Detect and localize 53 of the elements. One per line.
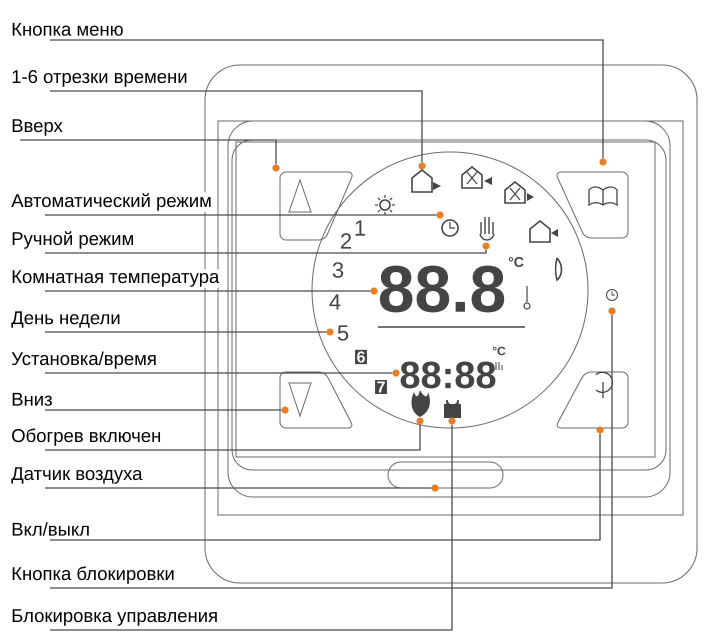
marker-dot (608, 308, 616, 314)
callout-label: Ручной режим (10, 230, 136, 250)
leader-line (50, 90, 423, 162)
leader-line (45, 372, 392, 374)
unit-symbol: °C (492, 346, 506, 356)
marker-dot (282, 406, 288, 414)
display-number: 5 (338, 325, 348, 341)
marker-dot (448, 418, 456, 424)
display-number: 2 (341, 233, 352, 249)
marker-dot (596, 426, 604, 434)
leader-line (45, 487, 432, 489)
marker-dot (416, 418, 424, 424)
leader-line (45, 214, 436, 216)
callout-label: Обогрев включен (10, 427, 162, 447)
callout-label: День недели (10, 310, 122, 329)
marker-dot (326, 328, 334, 336)
callout-label: Вверх (10, 118, 64, 137)
marker-dot (600, 158, 606, 166)
display-number: 1 (356, 220, 366, 236)
marker-dot (272, 164, 280, 172)
marker-dot (436, 212, 444, 218)
callout-label: Комнатная температура (10, 269, 220, 288)
time-readout: 88:88 (400, 362, 496, 388)
display-number: 4 (329, 294, 340, 310)
display-number: 3 (332, 262, 344, 278)
leader-line (45, 424, 421, 451)
leader-line (50, 39, 604, 158)
marker-dot (418, 162, 426, 170)
display-number: 7 (375, 380, 387, 394)
callout-label: Кнопка блокировки (10, 565, 176, 585)
marker-dot (370, 288, 378, 294)
marker-dot (482, 242, 490, 250)
temperature-readout: 88.8 (380, 266, 504, 312)
callout-label: Датчик воздуха (10, 466, 144, 485)
unit-symbol: °C (508, 257, 524, 267)
callout-label: Кнопка меню (10, 22, 125, 37)
marker-dot (392, 370, 400, 376)
leader-line (45, 409, 282, 411)
leader-line (20, 139, 277, 164)
callout-label: Блокировка управления (10, 608, 220, 627)
callout-label: Вниз (10, 392, 54, 407)
callout-label: Установка/время (10, 350, 158, 370)
leader-line (45, 290, 370, 292)
callout-label: 1-6 отрезки времени (10, 69, 189, 88)
callout-label: Вкл/выкл (10, 521, 91, 537)
marker-dot (432, 484, 438, 492)
leader-line (50, 424, 453, 631)
leader-line (50, 434, 601, 541)
leader-line (45, 249, 487, 254)
leader-line (50, 314, 613, 589)
callout-label: Автоматический режим (10, 192, 213, 212)
leader-line (45, 331, 326, 333)
display-number: 6 (355, 350, 367, 364)
